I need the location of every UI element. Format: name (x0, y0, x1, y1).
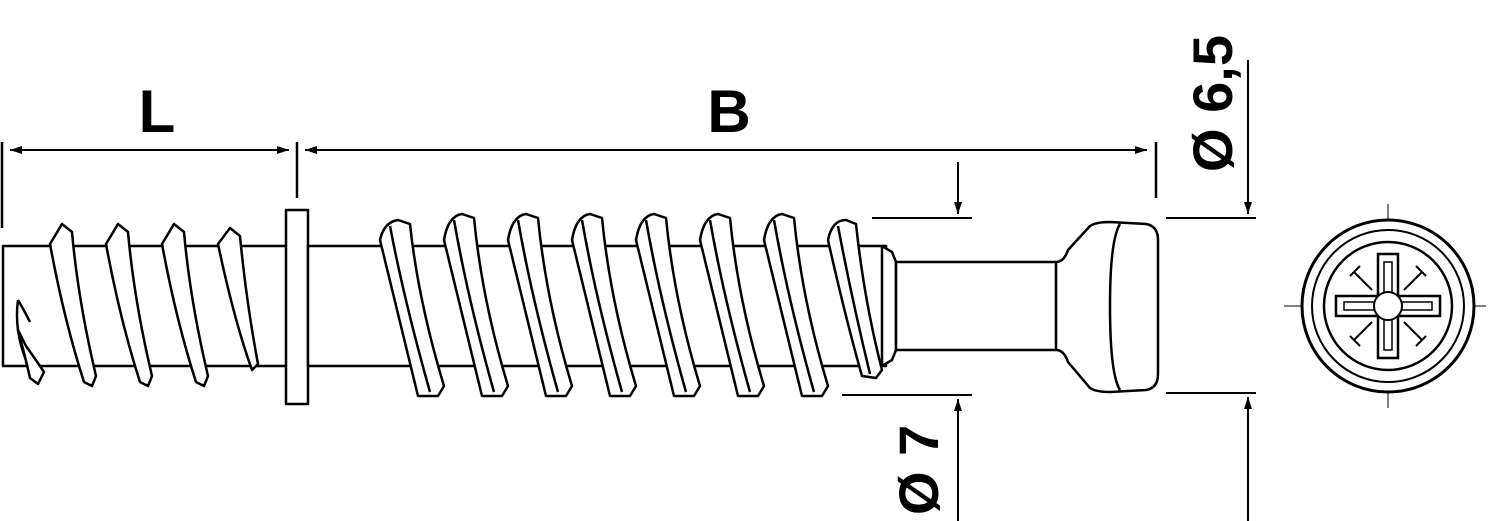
dimension-b-label: B (707, 78, 750, 145)
pozidriv-drive-icon (1334, 252, 1442, 360)
neck-taper (880, 244, 898, 368)
head-end-view (1284, 204, 1486, 408)
head-diameter-label: Ø 6,5 (1181, 35, 1244, 172)
dimension-b: B (305, 78, 1158, 198)
neck (894, 220, 1160, 394)
flange-collar (284, 208, 310, 406)
screw-side-view (1, 208, 1160, 406)
head-inner-edge (1054, 223, 1122, 391)
dimension-l: L (0, 78, 299, 228)
thread-diameter-label: Ø 7 (887, 425, 950, 515)
main-thread-flights (378, 212, 884, 398)
dimension-l-label: L (139, 78, 176, 145)
dimension-head-diameter: Ø 6,5 (1166, 35, 1256, 521)
short-thread-flights (16, 222, 260, 388)
dimension-thread-diameter: Ø 7 (842, 162, 972, 521)
